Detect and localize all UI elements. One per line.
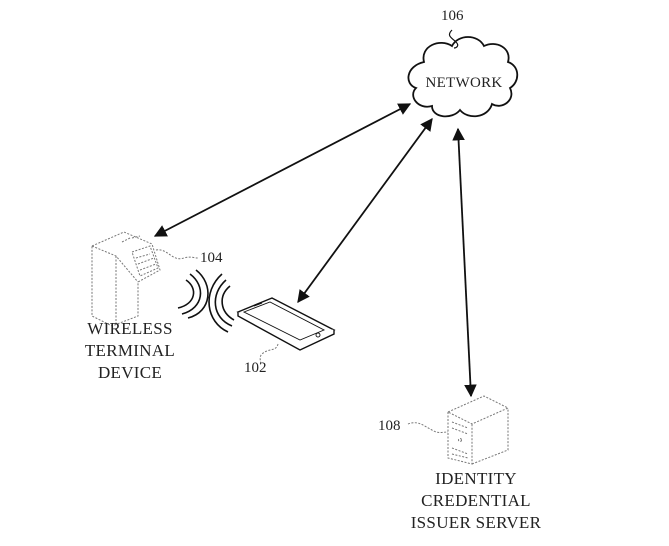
terminal-label: WIRELESS TERMINAL DEVICE — [60, 318, 200, 384]
server-label: IDENTITY CREDENTIAL ISSUER SERVER — [396, 468, 556, 534]
wireless-signal-icon — [177, 269, 235, 333]
network-ref-leader — [448, 29, 459, 49]
server-tower-icon — [446, 395, 510, 465]
arrow-terminal-network — [153, 103, 412, 237]
wireless-terminal-icon — [91, 231, 161, 327]
server-label-line-2: CREDENTIAL — [421, 491, 531, 510]
terminal-label-line-2: TERMINAL — [84, 341, 176, 360]
terminal-label-line-3: DEVICE — [97, 363, 163, 382]
network-cloud-icon — [407, 36, 519, 118]
terminal-ref: 104 — [200, 250, 223, 266]
terminal-ref-leader — [155, 249, 199, 260]
server-ref: 108 — [378, 418, 401, 434]
server-label-line-1: IDENTITY — [435, 469, 517, 488]
arrow-server-network — [452, 127, 477, 398]
smartphone-icon — [236, 297, 336, 351]
server-label-line-3: ISSUER SERVER — [410, 513, 542, 532]
phone-ref: 102 — [244, 360, 267, 376]
network-label: NETWORK — [425, 75, 503, 91]
network-ref: 106 — [441, 8, 464, 24]
server-ref-leader — [407, 422, 449, 433]
terminal-label-line-1: WIRELESS — [87, 319, 173, 338]
arrow-phone-network — [297, 117, 433, 304]
